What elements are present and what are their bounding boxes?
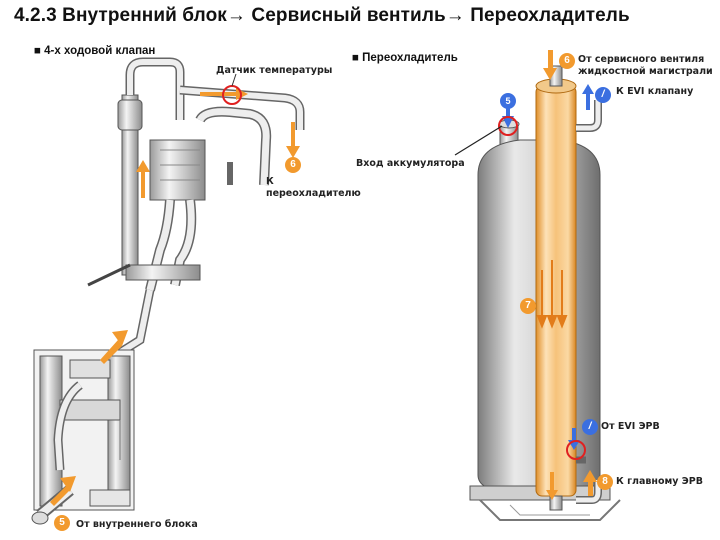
step-6-badge-left: 6 — [285, 157, 301, 173]
subcooler-heading: ■ Переохладитель — [352, 52, 458, 64]
four-way-valve-assembly — [87, 57, 305, 369]
step-7-badge: 7 — [520, 298, 536, 314]
four-way-valve-heading: ■ 4-х ходовой клапан — [34, 45, 156, 57]
page-title: 4.2.3 Внутренний блок→ Сервисный вентиль… — [14, 5, 630, 26]
left-flow-arrows — [50, 88, 300, 506]
evi-info-badge-top: / — [595, 87, 611, 103]
accumulator-inlet-label: Вход аккумулятора — [356, 158, 465, 169]
evi-info-badge-bottom: / — [582, 419, 598, 435]
accumulator-inlet-leader — [454, 125, 503, 156]
step-6-badge-right: 6 — [559, 53, 575, 69]
step-5-badge-right: 5 — [500, 93, 516, 109]
accumulator-inlet-highlight — [498, 116, 518, 136]
to-subcooler-label-2: переохладителю — [266, 188, 361, 199]
step-8-badge: 8 — [597, 474, 613, 490]
to-main-erv-label: К главному ЭРВ — [616, 476, 703, 487]
evi-erv-inlet-highlight — [566, 440, 586, 460]
from-service-valve-label-2: жидкостной магистрали — [578, 66, 713, 77]
step-5-badge-left: 5 — [54, 515, 70, 531]
from-indoor-unit-label: От внутреннего блока — [76, 519, 198, 530]
subcooler-internal-arrows — [536, 260, 568, 329]
to-evi-valve-label: К EVI клапану — [616, 86, 694, 97]
from-evi-erv-label: От EVI ЭРВ — [601, 421, 660, 432]
temperature-sensor-label: Датчик температуры — [216, 65, 333, 76]
subcooler-cylinder — [535, 65, 602, 511]
from-service-valve-label-1: От сервисного вентиля — [578, 54, 705, 65]
to-subcooler-label-1: К — [266, 176, 274, 187]
temperature-sensor-leader — [231, 73, 237, 87]
indoor-connection-block — [31, 349, 135, 525]
